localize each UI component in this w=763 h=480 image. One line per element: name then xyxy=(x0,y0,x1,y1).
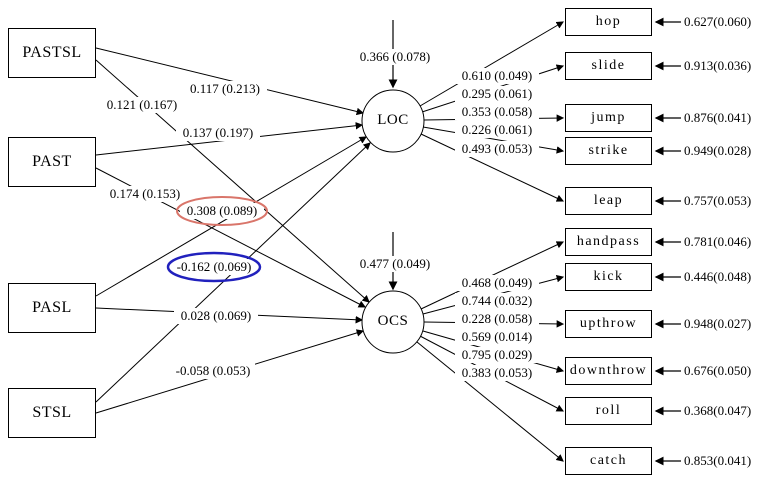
error-value-downthrow: 0.676(0.050) xyxy=(684,363,752,378)
indicator-label-handpass: handpass xyxy=(576,234,641,249)
path-value-past-ocs: 0.174 (0.153) xyxy=(103,186,187,202)
error-value-catch: 0.853(0.041) xyxy=(684,453,752,468)
error-value-upthrow: 0.948(0.027) xyxy=(684,316,752,331)
predictor-label-past: PAST xyxy=(32,153,72,170)
indicator-box-catch: catch xyxy=(565,447,652,475)
loading-value-upthrow: 0.228 (0.058) xyxy=(455,311,539,327)
error-value-leap: 0.757(0.053) xyxy=(684,193,752,208)
indicator-label-roll: roll xyxy=(595,403,622,418)
path-value-past-loc: 0.137 (0.197) xyxy=(176,125,260,141)
latent-label-loc: LOC xyxy=(377,112,409,128)
indicator-label-upthrow: upthrow xyxy=(579,316,638,331)
indicator-box-upthrow: upthrow xyxy=(565,310,652,338)
path-value-stsl-loc-highlighted-blue: -0.162 (0.069) xyxy=(172,259,256,275)
indicator-label-downthrow: downthrow xyxy=(569,363,648,378)
error-value-hop: 0.627(0.060) xyxy=(684,14,752,29)
indicator-label-strike: strike xyxy=(588,143,629,158)
loading-value-handpass: 0.468 (0.049) xyxy=(455,275,539,291)
loading-value-leap: 0.493 (0.053) xyxy=(455,141,539,157)
predictor-label-pasl: PASL xyxy=(32,299,72,316)
loading-value-hop: 0.610 (0.049) xyxy=(455,68,539,84)
error-value-handpass: 0.781(0.046) xyxy=(684,234,752,249)
indicator-label-hop: hop xyxy=(595,14,622,29)
disturbance-value-ocs: 0.477 (0.049) xyxy=(348,256,442,272)
indicator-box-handpass: handpass xyxy=(565,228,652,256)
indicator-label-catch: catch xyxy=(589,453,628,468)
error-value-roll: 0.368(0.047) xyxy=(684,403,752,418)
loading-value-jump: 0.353 (0.058) xyxy=(455,104,539,120)
predictor-box-pasl: PASL xyxy=(8,283,96,333)
path-value-pastsl-ocs: 0.121 (0.167) xyxy=(100,97,184,113)
indicator-box-downthrow: downthrow xyxy=(565,357,652,385)
path-value-pasl-ocs: 0.028 (0.069) xyxy=(174,308,258,324)
predictor-label-stsl: STSL xyxy=(32,404,72,421)
indicator-box-roll: roll xyxy=(565,397,652,425)
loading-value-catch: 0.383 (0.053) xyxy=(455,365,539,381)
indicator-box-strike: strike xyxy=(565,137,652,165)
indicator-label-jump: jump xyxy=(591,110,626,125)
predictor-label-pastsl: PASTSL xyxy=(22,44,82,61)
predictor-box-pastsl: PASTSL xyxy=(8,28,96,78)
error-value-strike: 0.949(0.028) xyxy=(684,143,752,158)
indicator-box-jump: jump xyxy=(565,104,652,132)
loading-value-downthrow: 0.569 (0.014) xyxy=(455,329,539,345)
indicator-box-hop: hop xyxy=(565,8,652,36)
path-value-pastsl-loc: 0.117 (0.213) xyxy=(183,81,267,97)
indicator-label-leap: leap xyxy=(593,193,624,208)
latent-label-ocs: OCS xyxy=(377,313,409,329)
loading-value-slide: 0.295 (0.061) xyxy=(455,86,539,102)
indicator-label-kick: kick xyxy=(593,269,624,284)
error-value-slide: 0.913(0.036) xyxy=(684,58,752,73)
indicator-box-leap: leap xyxy=(565,187,652,215)
error-value-jump: 0.876(0.041) xyxy=(684,110,752,125)
indicator-label-slide: slide xyxy=(591,58,626,73)
predictor-box-past: PAST xyxy=(8,137,96,187)
indicator-box-slide: slide xyxy=(565,52,652,80)
disturbance-value-loc: 0.366 (0.078) xyxy=(348,49,442,65)
path-value-pasl-loc-highlighted-red: 0.308 (0.089) xyxy=(180,203,264,219)
indicator-box-kick: kick xyxy=(565,263,652,291)
error-value-kick: 0.446(0.048) xyxy=(684,269,752,284)
predictor-box-stsl: STSL xyxy=(8,388,96,438)
loading-value-roll: 0.795 (0.029) xyxy=(455,347,539,363)
loading-value-strike: 0.226 (0.061) xyxy=(455,122,539,138)
loading-value-kick: 0.744 (0.032) xyxy=(455,293,539,309)
path-value-stsl-ocs: -0.058 (0.053) xyxy=(171,363,255,379)
